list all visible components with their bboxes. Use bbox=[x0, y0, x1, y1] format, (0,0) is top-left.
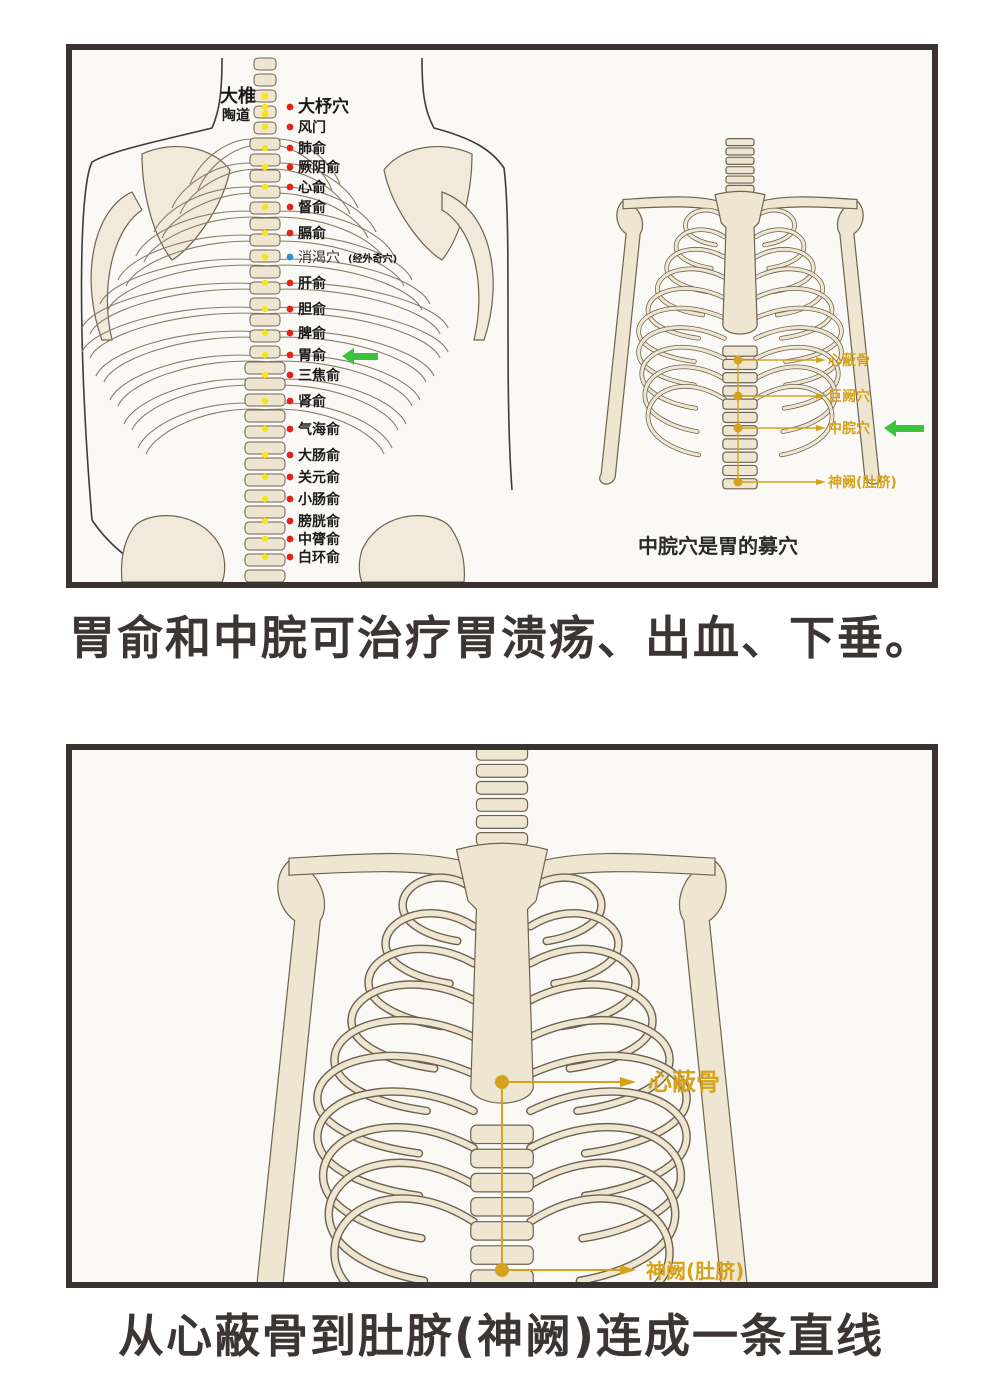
acupoint-label-0: 大杼穴 bbox=[298, 96, 349, 117]
back-pelvis bbox=[120, 515, 465, 582]
spine-yellow-dot bbox=[261, 183, 269, 191]
acupoint-dot-13 bbox=[286, 397, 294, 405]
acupoint-label-8: 肝俞 bbox=[298, 275, 327, 292]
spine-yellow-dot bbox=[261, 163, 269, 171]
spine-yellow-dot bbox=[261, 553, 269, 561]
acupoint-dot-3 bbox=[286, 163, 294, 171]
acupoint-label-18: 膀胱俞 bbox=[297, 513, 341, 530]
spine-yellow-dot bbox=[261, 451, 269, 459]
midline-point-label-1: 神阙(肚脐) bbox=[646, 1259, 744, 1282]
spine-yellow-dot bbox=[261, 203, 269, 211]
acupoint-label-10: 脾俞 bbox=[298, 325, 327, 342]
stomach-shu-arrow-icon bbox=[342, 348, 378, 365]
front-point-label-0: 心蔽骨 bbox=[828, 352, 870, 369]
acupoint-dot-16 bbox=[286, 473, 294, 481]
spine-yellow-dot bbox=[261, 371, 269, 379]
mu-point-note: 中脘穴是胃的募穴 bbox=[638, 534, 798, 558]
acupoint-dot-8 bbox=[286, 279, 294, 287]
back-skeleton-figure bbox=[80, 57, 513, 582]
spine-yellow-dot bbox=[261, 425, 269, 433]
acupoint-dot-17 bbox=[286, 495, 294, 503]
acupoint-sublabel-7: (经外奇穴) bbox=[348, 252, 397, 265]
spine-yellow-dot bbox=[261, 123, 269, 131]
spine-yellow-dot bbox=[261, 144, 269, 152]
chest-midline-panel: 心蔽骨神阙(肚脐) bbox=[66, 744, 938, 1288]
spine-yellow-dot bbox=[261, 279, 269, 287]
acupoint-label-12: 三焦俞 bbox=[298, 367, 341, 384]
acupoint-label-5: 督俞 bbox=[298, 199, 327, 216]
spine-yellow-dot bbox=[261, 535, 269, 543]
acupoint-dot-1 bbox=[286, 123, 294, 131]
acupoint-dot-19 bbox=[286, 535, 294, 543]
spine-label-1: 陶道 bbox=[222, 107, 250, 124]
acupoint-dot-11 bbox=[286, 351, 294, 359]
spine-yellow-dot bbox=[261, 305, 269, 313]
spine-yellow-dot bbox=[261, 397, 269, 405]
acupoint-dot-10 bbox=[286, 329, 294, 337]
acupoint-dot-0 bbox=[286, 103, 294, 111]
spine-label-0: 大椎 bbox=[220, 85, 256, 107]
spine-yellow-dot bbox=[261, 351, 269, 359]
acupoint-label-2: 肺俞 bbox=[298, 140, 327, 157]
acupoint-dot-12 bbox=[286, 371, 294, 379]
back-spine bbox=[244, 57, 286, 582]
acupoint-dot-15 bbox=[286, 451, 294, 459]
front-point-label-2: 中脘穴 bbox=[828, 420, 870, 437]
front-skeleton-large bbox=[256, 750, 748, 1282]
back-and-chest-acupoint-panel: 大椎陶道 大杼穴风门肺俞厥阴俞心俞督俞膈俞消渴穴 (经外奇穴) 肝俞胆俞脾俞胃俞三焦俞… bbox=[66, 44, 938, 588]
front-point-label-3: 神阙(肚脐) bbox=[828, 474, 897, 491]
yellow-dot-1 bbox=[261, 110, 269, 118]
spine-yellow-dot bbox=[261, 103, 269, 111]
acupoint-label-6: 膈俞 bbox=[297, 225, 327, 242]
spine-yellow-dot bbox=[261, 495, 269, 503]
acupoint-label-17: 小肠俞 bbox=[298, 491, 341, 508]
acupoint-dot-7 bbox=[286, 253, 294, 261]
acupoint-label-14: 气海俞 bbox=[297, 421, 341, 438]
acupoint-label-3: 厥阴俞 bbox=[298, 159, 341, 176]
acupoint-dot-20 bbox=[286, 553, 294, 561]
spine-yellow-dot bbox=[261, 517, 269, 525]
front-skeleton-small bbox=[599, 137, 881, 490]
acupoint-label-20: 白环俞 bbox=[298, 549, 341, 566]
acupoint-label-7: 消渴穴 bbox=[298, 250, 340, 266]
spine-yellow-dot bbox=[261, 473, 269, 481]
yellow-dot-0 bbox=[261, 92, 269, 100]
acupoint-label-11: 胃俞 bbox=[298, 347, 327, 364]
acupoint-label-15: 大肠俞 bbox=[298, 447, 341, 464]
acupoint-label-9: 胆俞 bbox=[298, 301, 327, 318]
spine-yellow-dot bbox=[261, 329, 269, 337]
acupoint-label-1: 风门 bbox=[298, 119, 326, 136]
acupoint-label-19: 中膂俞 bbox=[298, 531, 341, 548]
top-caption: 胃俞和中脘可治疗胃溃疡、出血、下垂。 bbox=[69, 611, 933, 665]
midline-point-label-0: 心蔽骨 bbox=[648, 1068, 720, 1096]
acupoint-dot-18 bbox=[286, 517, 294, 525]
spine-yellow-dot bbox=[261, 229, 269, 237]
bottom-caption: 从心蔽骨到肚脐(神阙)连成一条直线 bbox=[117, 1309, 885, 1363]
spine-yellow-dot bbox=[261, 253, 269, 261]
acupoint-label-16: 关元俞 bbox=[298, 469, 341, 486]
front-point-label-1: 巨阙穴 bbox=[828, 388, 870, 405]
acupoint-dot-6 bbox=[286, 229, 294, 237]
acupoint-label-4: 心俞 bbox=[298, 179, 327, 196]
acupoint-dot-14 bbox=[286, 425, 294, 433]
acupoint-dot-9 bbox=[286, 305, 294, 313]
acupoint-dot-5 bbox=[286, 203, 294, 211]
zhongwan-arrow-icon bbox=[884, 420, 924, 437]
acupoint-dot-4 bbox=[286, 183, 294, 191]
acupoint-label-13: 肾俞 bbox=[298, 393, 327, 410]
acupoint-dot-2 bbox=[286, 144, 294, 152]
